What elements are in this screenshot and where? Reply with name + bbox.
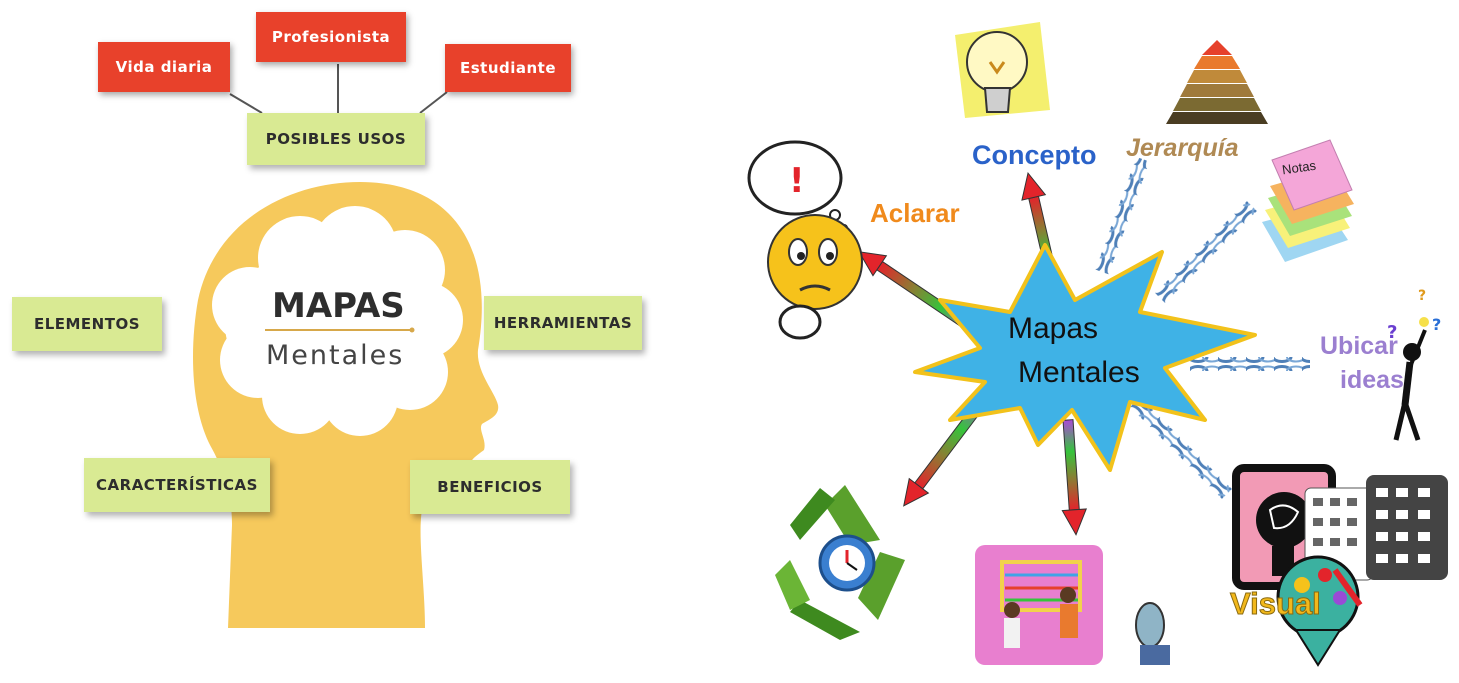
connector-estudiante <box>419 91 448 114</box>
left-mind-map <box>193 64 499 628</box>
svg-text:?: ? <box>1418 288 1426 304</box>
chain-ubicar <box>1190 357 1310 371</box>
central-star <box>913 243 1257 472</box>
thinking-face-icon: ! <box>747 140 863 340</box>
sticky-notes-icon <box>1262 139 1354 262</box>
box-herramientas: HERRAMIENTAS <box>484 296 642 350</box>
label-ideas: ideas <box>1340 366 1404 394</box>
left-title-main: MAPAS <box>272 286 405 326</box>
box-estudiante: Estudiante <box>445 44 571 92</box>
center-label-line1: Mapas <box>1008 312 1099 345</box>
light-bulb-icon <box>955 22 1050 118</box>
label-ubicar: Ubicar <box>1320 332 1398 360</box>
chain-visual <box>1130 397 1232 499</box>
label-aclarar: Aclarar <box>870 198 960 228</box>
right-mind-map: ! <box>747 22 1448 667</box>
left-title-sub: Mentales <box>266 340 405 371</box>
question-figure-icon: ? ? ? <box>1387 288 1441 441</box>
brain-media-icon <box>1232 464 1448 667</box>
box-profesionista: Profesionista <box>256 12 406 62</box>
center-label-line2: Mentales <box>1018 356 1140 389</box>
box-posibles-usos: POSIBLES USOS <box>247 113 425 165</box>
chain-notas <box>1155 201 1257 303</box>
connector-vida <box>229 93 263 114</box>
label-visual: Visual <box>1230 586 1322 622</box>
label-concepto: Concepto <box>972 140 1097 170</box>
microscope-icon <box>1135 602 1170 665</box>
box-elementos: ELEMENTOS <box>12 297 162 351</box>
brain-cloud <box>212 206 463 436</box>
svg-text:?: ? <box>1387 322 1397 343</box>
arrow-children <box>1061 419 1088 536</box>
box-vida-diaria: Vida diaria <box>98 42 230 92</box>
recycle-clock-icon <box>775 485 905 640</box>
pyramid-icon <box>1166 40 1268 124</box>
box-caracteristicas: CARACTERÍSTICAS <box>84 458 270 512</box>
box-beneficios: BENEFICIOS <box>410 460 570 514</box>
children-abacus-icon <box>975 545 1170 665</box>
svg-text:!: ! <box>789 161 805 201</box>
svg-text:?: ? <box>1432 315 1441 334</box>
chain-jerarquia <box>1095 156 1150 275</box>
label-jerarquia: Jerarquía <box>1126 134 1239 162</box>
